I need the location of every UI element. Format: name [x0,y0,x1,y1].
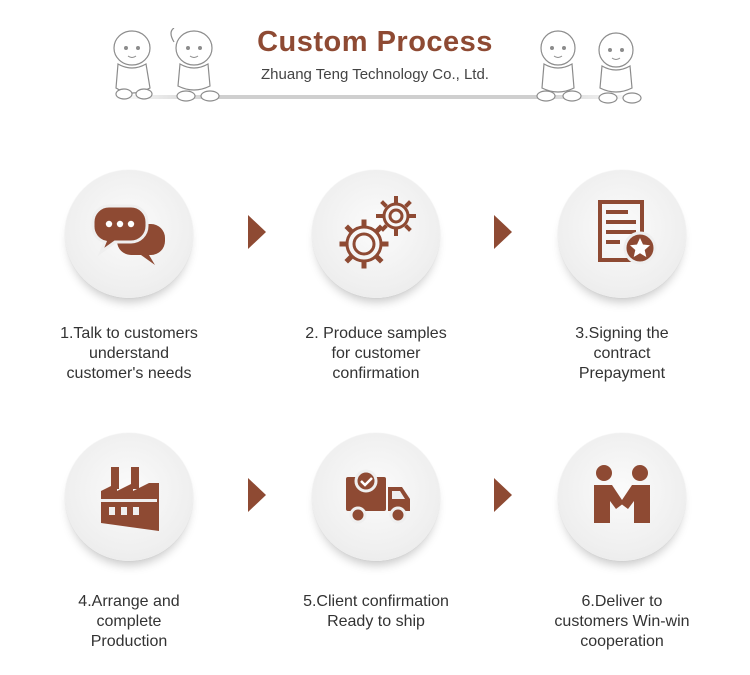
babies-illustration-right [528,28,650,106]
factory-icon [101,467,159,531]
step-5-line-2: Ready to ship [327,613,425,630]
step-1-line-3: customer's needs [66,365,192,382]
arrow-right-icon [248,215,266,249]
contract-star-icon [598,200,657,265]
step-6-line-1: 6.Deliver to [581,593,663,610]
header: Custom Process Zhuang Teng Technology Co… [0,0,750,110]
step-2-circle [312,170,440,298]
step-6-line-3: cooperation [580,633,664,650]
step-5-circle [312,433,440,561]
delivery-truck-icon [346,469,410,524]
arrow-right-icon [494,478,512,512]
step-2-label: 2. Produce samples for customer confirma… [261,324,491,384]
chat-bubbles-icon [91,204,165,265]
step-6-label: 6.Deliver to customers Win-win cooperati… [507,592,737,652]
page-title: Custom Process [257,26,493,58]
step-3-line-3: Prepayment [578,365,666,382]
header-divider [110,95,640,99]
step-6-line-2: customers Win-win [554,613,690,630]
step-1-circle [65,170,193,298]
step-1-line-1: 1.Talk to customers [60,325,198,342]
arrow-right-icon [248,478,266,512]
step-3-line-1: 3.Signing the [575,325,669,342]
step-2-line-2: for customer [331,345,421,362]
step-3-label: 3.Signing the contract Prepayment [507,324,737,384]
page-subtitle: Zhuang Teng Technology Co., Ltd. [261,66,489,83]
step-4-line-3: Production [90,633,168,650]
step-4-line-1: 4.Arrange and [78,593,180,610]
step-3-circle [558,170,686,298]
step-5-label: 5.Client confirmation Ready to ship [261,592,491,632]
babies-illustration-left [104,28,229,106]
step-3-line-2: contract [593,345,651,362]
step-4-line-2: complete [96,613,162,630]
step-6-circle [558,433,686,561]
step-1-label: 1.Talk to customers understand customer'… [14,324,244,384]
step-2-line-3: confirmation [332,365,420,382]
arrow-right-icon [494,215,512,249]
step-1-line-2: understand [88,345,170,362]
gears-icon [339,196,416,269]
step-4-circle [65,433,193,561]
step-5-line-1: 5.Client confirmation [303,593,449,610]
step-4-label: 4.Arrange and complete Production [14,592,244,652]
handshake-icon [594,465,650,523]
step-2-line-1: 2. Produce samples [305,325,447,342]
